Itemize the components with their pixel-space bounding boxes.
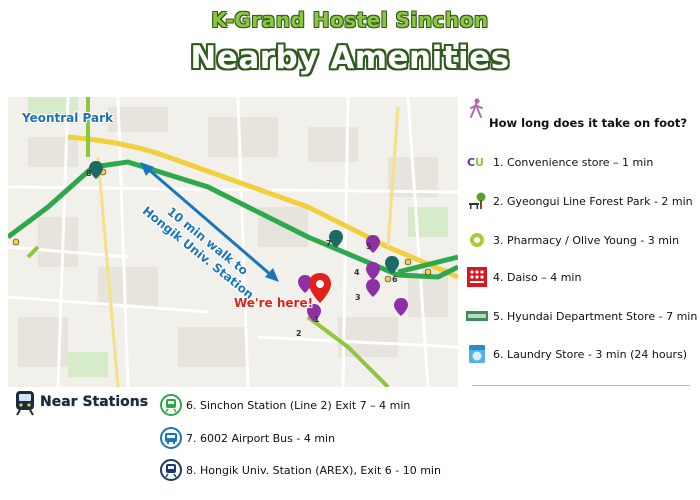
train-icon <box>16 391 34 416</box>
hostel-location-pin[interactable] <box>309 273 331 303</box>
amenity-label: 1. Convenience store – 1 min <box>493 155 654 169</box>
green-areas <box>28 97 448 377</box>
amenity-item: 6. Laundry Store - 3 min (24 hours) <box>466 343 687 365</box>
olive-young-icon <box>466 229 488 251</box>
station-label: 6. Sinchon Station (Line 2) Exit 7 – 4 m… <box>186 398 411 412</box>
pin-number: 3 <box>355 293 361 302</box>
amenity-item: 5. Hyundai Department Store - 7 min <box>466 305 697 327</box>
map-canvas <box>8 97 458 387</box>
walker-icon <box>470 98 483 118</box>
amenity-label: 3. Pharmacy / Olive Young - 3 min <box>493 233 680 247</box>
park-label: Yeontral Park <box>22 111 114 125</box>
amenity-label: 2. Gyeongui Line Forest Park - 2 min <box>493 194 693 208</box>
subway-line-2 <box>8 159 458 280</box>
station-item: 7. 6002 Airport Bus - 4 min <box>160 426 335 450</box>
walk-arrow <box>140 162 279 282</box>
amenity-item: 2. Gyeongui Line Forest Park - 2 min <box>466 190 693 212</box>
minor-roads <box>8 97 458 387</box>
city-blocks <box>18 107 448 367</box>
section-divider <box>472 385 690 386</box>
station-item: 6. Sinchon Station (Line 2) Exit 7 – 4 m… <box>160 393 410 417</box>
near-stations-title: Near Stations <box>40 394 149 410</box>
park-bench-icon <box>466 190 488 212</box>
here-label: We're here! <box>234 296 314 310</box>
amenity-item: 3. Pharmacy / Olive Young - 3 min <box>466 229 679 251</box>
amenity-item: 4. Daiso – 4 min <box>466 266 581 288</box>
main-road <box>67 134 458 280</box>
station-item: 8. Hongik Univ. Station (AREX), Exit 6 -… <box>160 458 441 482</box>
station-pins <box>89 161 399 274</box>
washing-machine-icon <box>466 343 488 365</box>
amenity-label: 5. Hyundai Department Store - 7 min <box>493 309 698 323</box>
pin-number: 5 <box>366 242 372 251</box>
pin-number: 2 <box>296 329 302 338</box>
arex-train-icon <box>160 459 182 481</box>
daiso-icon <box>466 266 488 288</box>
amenity-label: 4. Daiso – 4 min <box>493 270 582 284</box>
hostel-name: K-Grand Hostel Sinchon <box>211 8 489 32</box>
neighborhood-map[interactable]: Yeontral Park 10 min walk to Hongik Univ… <box>8 97 458 387</box>
pin-number: 8 <box>86 169 92 178</box>
amenity-pins <box>298 235 408 322</box>
amenity-label: 6. Laundry Store - 3 min (24 hours) <box>493 347 688 361</box>
pin-number: 4 <box>354 268 360 277</box>
hyundai-icon <box>466 305 488 327</box>
station-label: 8. Hongik Univ. Station (AREX), Exit 6 -… <box>186 463 441 477</box>
station-label: 7. 6002 Airport Bus - 4 min <box>186 431 336 445</box>
pin-number: 6 <box>392 275 398 284</box>
page-title: Nearby Amenities <box>190 40 510 76</box>
walk-times-title: How long does it take on foot? <box>489 116 688 130</box>
svg-text:U: U <box>475 156 484 169</box>
airport-bus-icon <box>160 427 182 449</box>
pin-number: 7 <box>326 239 332 248</box>
subway-line2-icon <box>160 394 182 416</box>
pin-number: 1 <box>314 315 320 324</box>
svg-text:C: C <box>467 156 475 169</box>
